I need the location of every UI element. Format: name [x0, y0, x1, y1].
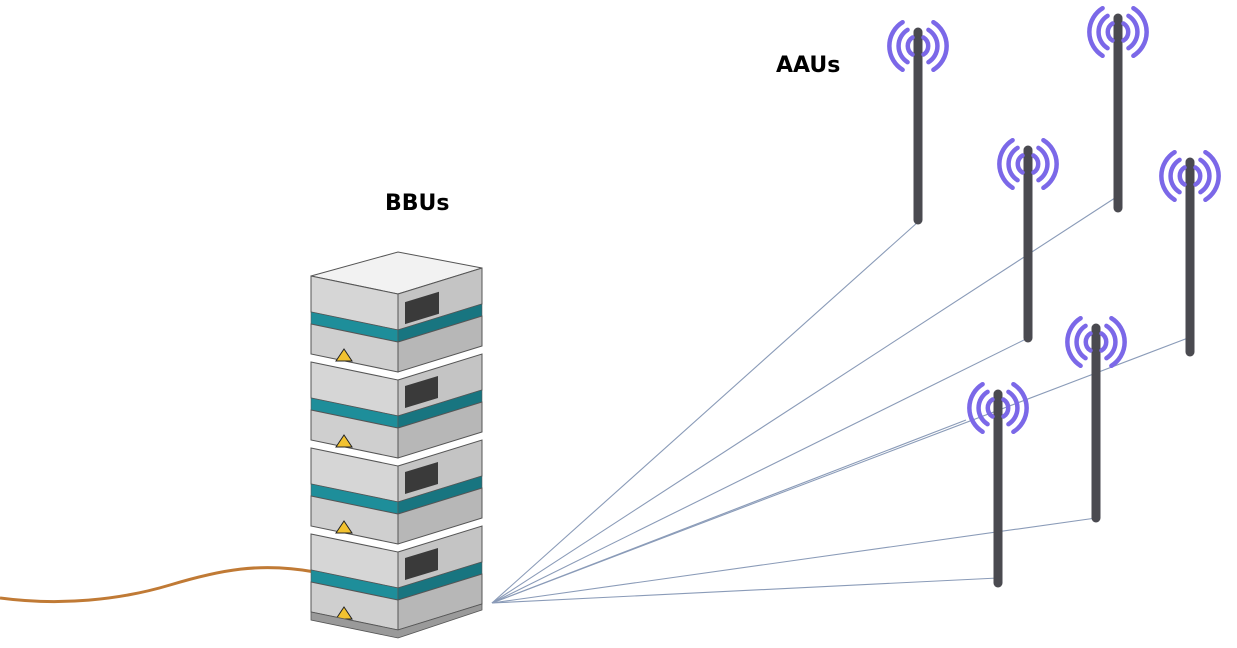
aau-antenna: [887, 19, 949, 225]
signal-icon: [1159, 149, 1221, 203]
warning-icon: [335, 348, 353, 362]
fronthaul-links: [491, 195, 1189, 604]
signal-icon: [1065, 315, 1127, 369]
link-aau-6: [491, 577, 999, 604]
link-aau-1: [491, 221, 919, 604]
warning-icon: [335, 520, 353, 534]
bbu-unit-1: [310, 267, 483, 373]
bbu-unit-2: [310, 353, 483, 459]
signal-icon: [1087, 5, 1149, 59]
aau-label: AAUs: [776, 53, 840, 78]
fiber-cable: [0, 566, 316, 604]
aau-antenna: [1087, 5, 1149, 213]
bbu-rack-stack: [310, 251, 483, 639]
warning-icon: [335, 434, 353, 448]
signal-icon: [997, 137, 1059, 191]
bbu-unit-3: [310, 439, 483, 545]
aau-antenna: [997, 137, 1059, 343]
link-aau-7: [491, 419, 967, 604]
link-aau-5: [491, 517, 1097, 604]
link-aau-3: [491, 337, 1029, 604]
link-aau-2: [491, 195, 1119, 604]
aau-antenna: [1065, 315, 1127, 523]
signal-icon: [887, 19, 949, 73]
aau-antenna: [967, 381, 1029, 588]
signal-icon: [967, 381, 1029, 435]
bbu-unit-4: [310, 525, 483, 631]
aau-antennas: [887, 5, 1221, 588]
aau-antenna: [1159, 149, 1221, 357]
bbu-label: BBUs: [385, 191, 450, 216]
rack-base: [310, 603, 483, 639]
link-aau-4: [491, 337, 1189, 604]
